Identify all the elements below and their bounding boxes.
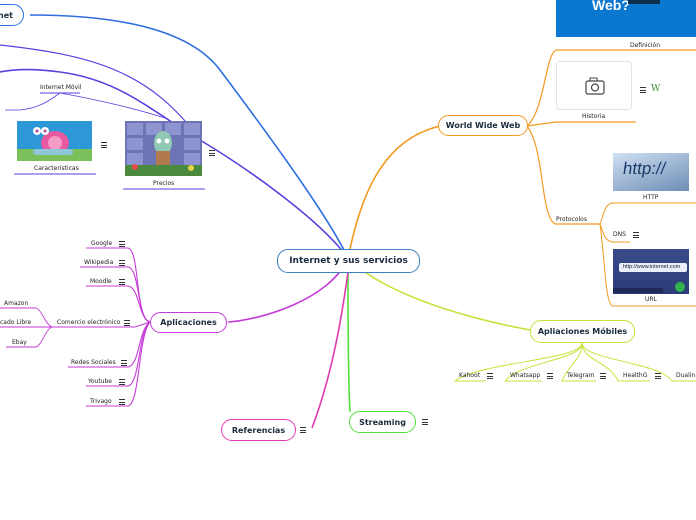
- label-duolingo[interactable]: Dualin: [676, 372, 696, 379]
- label-redes-sociales[interactable]: Redes Sociales: [71, 359, 116, 366]
- label-trivago[interactable]: Trivago: [90, 398, 112, 405]
- comercio-note-icon[interactable]: [124, 320, 130, 326]
- node-aplicaciones[interactable]: Aplicaciones: [150, 312, 227, 333]
- wikipedia-logo-icon[interactable]: W: [651, 84, 661, 94]
- moodle-note-icon[interactable]: [119, 279, 125, 285]
- http-image-text: http://: [621, 159, 667, 178]
- label-telegram[interactable]: Telegram: [567, 372, 595, 379]
- label-definicion[interactable]: Definición: [630, 42, 660, 49]
- streaming-note-icon[interactable]: [422, 419, 428, 425]
- node-central[interactable]: Internet y sus servicios: [277, 249, 420, 273]
- referencias-note-icon[interactable]: [300, 427, 306, 433]
- label-http[interactable]: HTTP: [643, 194, 659, 201]
- url-cursor-badge: [675, 282, 685, 292]
- whatsapp-note-icon[interactable]: [547, 373, 553, 379]
- historia-image[interactable]: [556, 61, 632, 110]
- label-url[interactable]: URL: [645, 296, 657, 303]
- label-whatsapp[interactable]: Whatsapp: [510, 372, 541, 379]
- label-kahoot[interactable]: Kahoot: [459, 372, 481, 379]
- label-wikipedia[interactable]: Wikipedia: [84, 259, 114, 266]
- telegram-note-icon[interactable]: [600, 373, 606, 379]
- label-mercado-libre[interactable]: cado Libre: [0, 319, 32, 326]
- kahoot-note-icon[interactable]: [487, 373, 493, 379]
- healthg-note-icon[interactable]: [655, 373, 661, 379]
- node-aplicaciones-moviles[interactable]: Apliaciones Móbiles: [530, 320, 635, 343]
- precios-illustration: [125, 121, 202, 176]
- url-footer-strip: [613, 288, 663, 293]
- node-world-wide-web[interactable]: World Wide Web: [438, 115, 528, 136]
- node-referencias[interactable]: Referencias: [221, 419, 296, 441]
- url-image[interactable]: http://www.internet.com: [613, 249, 689, 294]
- historia-note-icon[interactable]: [640, 87, 646, 93]
- camera-icon: [585, 77, 605, 95]
- label-comercio-electronico[interactable]: Comercio electrónico: [57, 319, 121, 326]
- label-internet-movil[interactable]: Internet Móvil: [40, 84, 82, 91]
- label-historia[interactable]: Historia: [582, 113, 606, 120]
- label-ebay[interactable]: Ebay: [12, 339, 27, 346]
- dns-note-icon[interactable]: [633, 232, 639, 238]
- precios-note-icon[interactable]: [209, 150, 215, 156]
- web-banner-shape: [628, 0, 660, 4]
- label-protocolos[interactable]: Protocolos: [556, 216, 587, 223]
- label-healthg[interactable]: HealthG: [623, 372, 648, 379]
- label-precios[interactable]: Precios: [153, 180, 175, 187]
- label-dns[interactable]: DNS: [613, 231, 626, 238]
- wikipedia-note-icon[interactable]: [119, 260, 125, 266]
- http-image[interactable]: http://: [613, 153, 689, 191]
- google-note-icon[interactable]: [119, 241, 125, 247]
- label-moodle[interactable]: Moodle: [90, 278, 112, 285]
- label-google[interactable]: Google: [91, 240, 113, 247]
- node-streaming[interactable]: Streaming: [349, 411, 416, 433]
- web-banner-image[interactable]: Web?: [556, 0, 696, 37]
- precios-image[interactable]: [125, 121, 202, 176]
- url-bar: [619, 263, 687, 272]
- url-image-text: http://www.internet.com: [623, 264, 681, 270]
- node-internet[interactable]: net: [0, 4, 24, 26]
- redes-sociales-note-icon[interactable]: [121, 360, 127, 366]
- snail-illustration: [17, 127, 92, 161]
- label-amazon[interactable]: Amazon: [4, 300, 29, 307]
- trivago-note-icon[interactable]: [119, 399, 125, 405]
- label-caracteristicas[interactable]: Caracteristicas: [34, 165, 79, 172]
- web-banner-text: Web?: [592, 0, 630, 13]
- label-youtube[interactable]: Youtube: [88, 378, 112, 385]
- caracteristicas-note-icon[interactable]: [101, 142, 107, 148]
- caracteristicas-image[interactable]: [17, 121, 92, 161]
- youtube-note-icon[interactable]: [119, 379, 125, 385]
